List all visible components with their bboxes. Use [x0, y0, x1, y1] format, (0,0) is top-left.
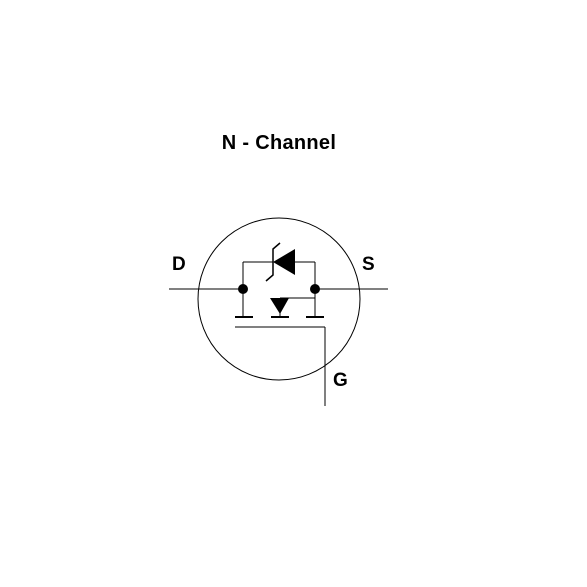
diagram-title: N - Channel [221, 132, 337, 154]
zener-diode-triangle [273, 249, 295, 275]
zener-diode-bar [265, 242, 281, 282]
package-circle [197, 217, 361, 381]
drain-junction-dot [238, 284, 248, 294]
source-label: S [362, 254, 375, 275]
source-junction-dot [310, 284, 320, 294]
gate-label: G [333, 370, 348, 391]
drain-label: D [172, 254, 186, 275]
